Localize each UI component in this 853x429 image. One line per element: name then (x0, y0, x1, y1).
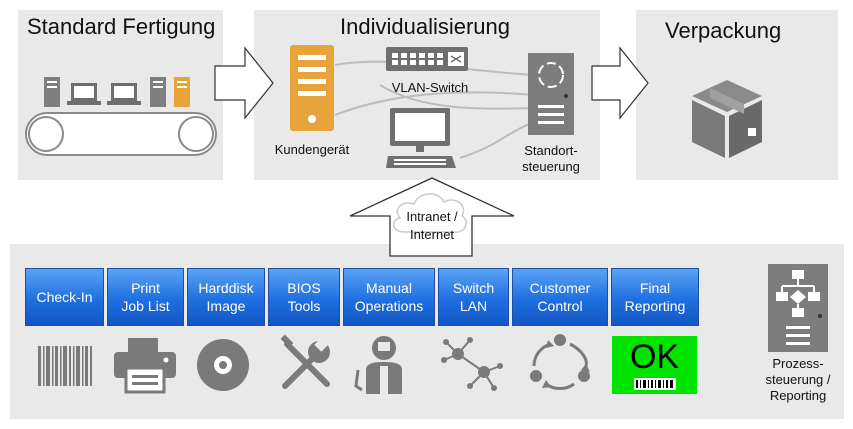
final-reporting-button[interactable]: Final Reporting (611, 268, 699, 326)
ok-badge-text: OK (629, 338, 680, 376)
harddisk-image-button[interactable]: Harddisk Image (187, 268, 265, 326)
ok-badge: OK (612, 336, 697, 394)
customer-server-icon (290, 45, 334, 131)
pc-tower-orange-icon (174, 77, 190, 107)
flow-arrow-2 (591, 46, 649, 120)
stage-title-packaging: Verpackung (665, 18, 782, 43)
worker-icon (354, 336, 402, 394)
switch-icon (386, 47, 468, 71)
customer-control-label: Customer Control (529, 280, 591, 314)
tools-icon (280, 334, 330, 389)
cloud-icon (392, 193, 467, 233)
network-label: Intranet / Internet (406, 209, 458, 242)
switch-lan-label: Switch LAN (452, 280, 495, 314)
process-control-server-icon (768, 264, 828, 352)
flow-arrow-1 (214, 46, 274, 120)
print-job-list-label: Print Job List (121, 280, 170, 314)
customer-control-button[interactable]: Customer Control (512, 268, 608, 326)
package-box-icon (692, 80, 762, 158)
stage-title-individual: Individualisierung (340, 14, 510, 39)
harddisk-image-label: Harddisk Image (198, 280, 254, 314)
final-reporting-label: Final Reporting (624, 280, 686, 314)
check-in-button[interactable]: Check-In (25, 268, 104, 326)
barcode-icon (38, 346, 92, 386)
laptop-icon (67, 83, 101, 105)
printer-icon (114, 338, 176, 394)
ok-barcode-icon (634, 378, 676, 390)
conveyor-belt-icon (25, 77, 217, 156)
check-in-label: Check-In (36, 289, 93, 305)
location-server-icon (528, 53, 574, 135)
cycle-icon (530, 334, 590, 390)
laptop-icon (107, 83, 141, 105)
connection-lines (334, 60, 536, 159)
network-icon (441, 337, 503, 391)
network-up-arrow (349, 177, 515, 257)
pc-tower-icon (150, 77, 166, 107)
print-job-list-button[interactable]: Print Job List (107, 268, 184, 326)
manual-operations-label: Manual Operations (354, 280, 424, 314)
manual-operations-button[interactable]: Manual Operations (343, 268, 435, 326)
bios-tools-button[interactable]: BIOS Tools (268, 268, 340, 326)
disc-icon (197, 339, 249, 391)
bios-tools-label: BIOS Tools (287, 280, 321, 314)
customer-device-label: Kundengerät (274, 142, 350, 157)
switch-lan-button[interactable]: Switch LAN (438, 268, 509, 326)
process-control-label: Prozess- steuerung / Reporting (765, 356, 831, 403)
monitor-keyboard-icon (386, 108, 456, 168)
pc-tower-icon (44, 77, 60, 107)
stage-title-standard: Standard Fertigung (27, 14, 216, 39)
location-control-label: Standort- steuerung (522, 143, 580, 174)
vlan-switch-label: VLAN-Switch (391, 80, 469, 95)
